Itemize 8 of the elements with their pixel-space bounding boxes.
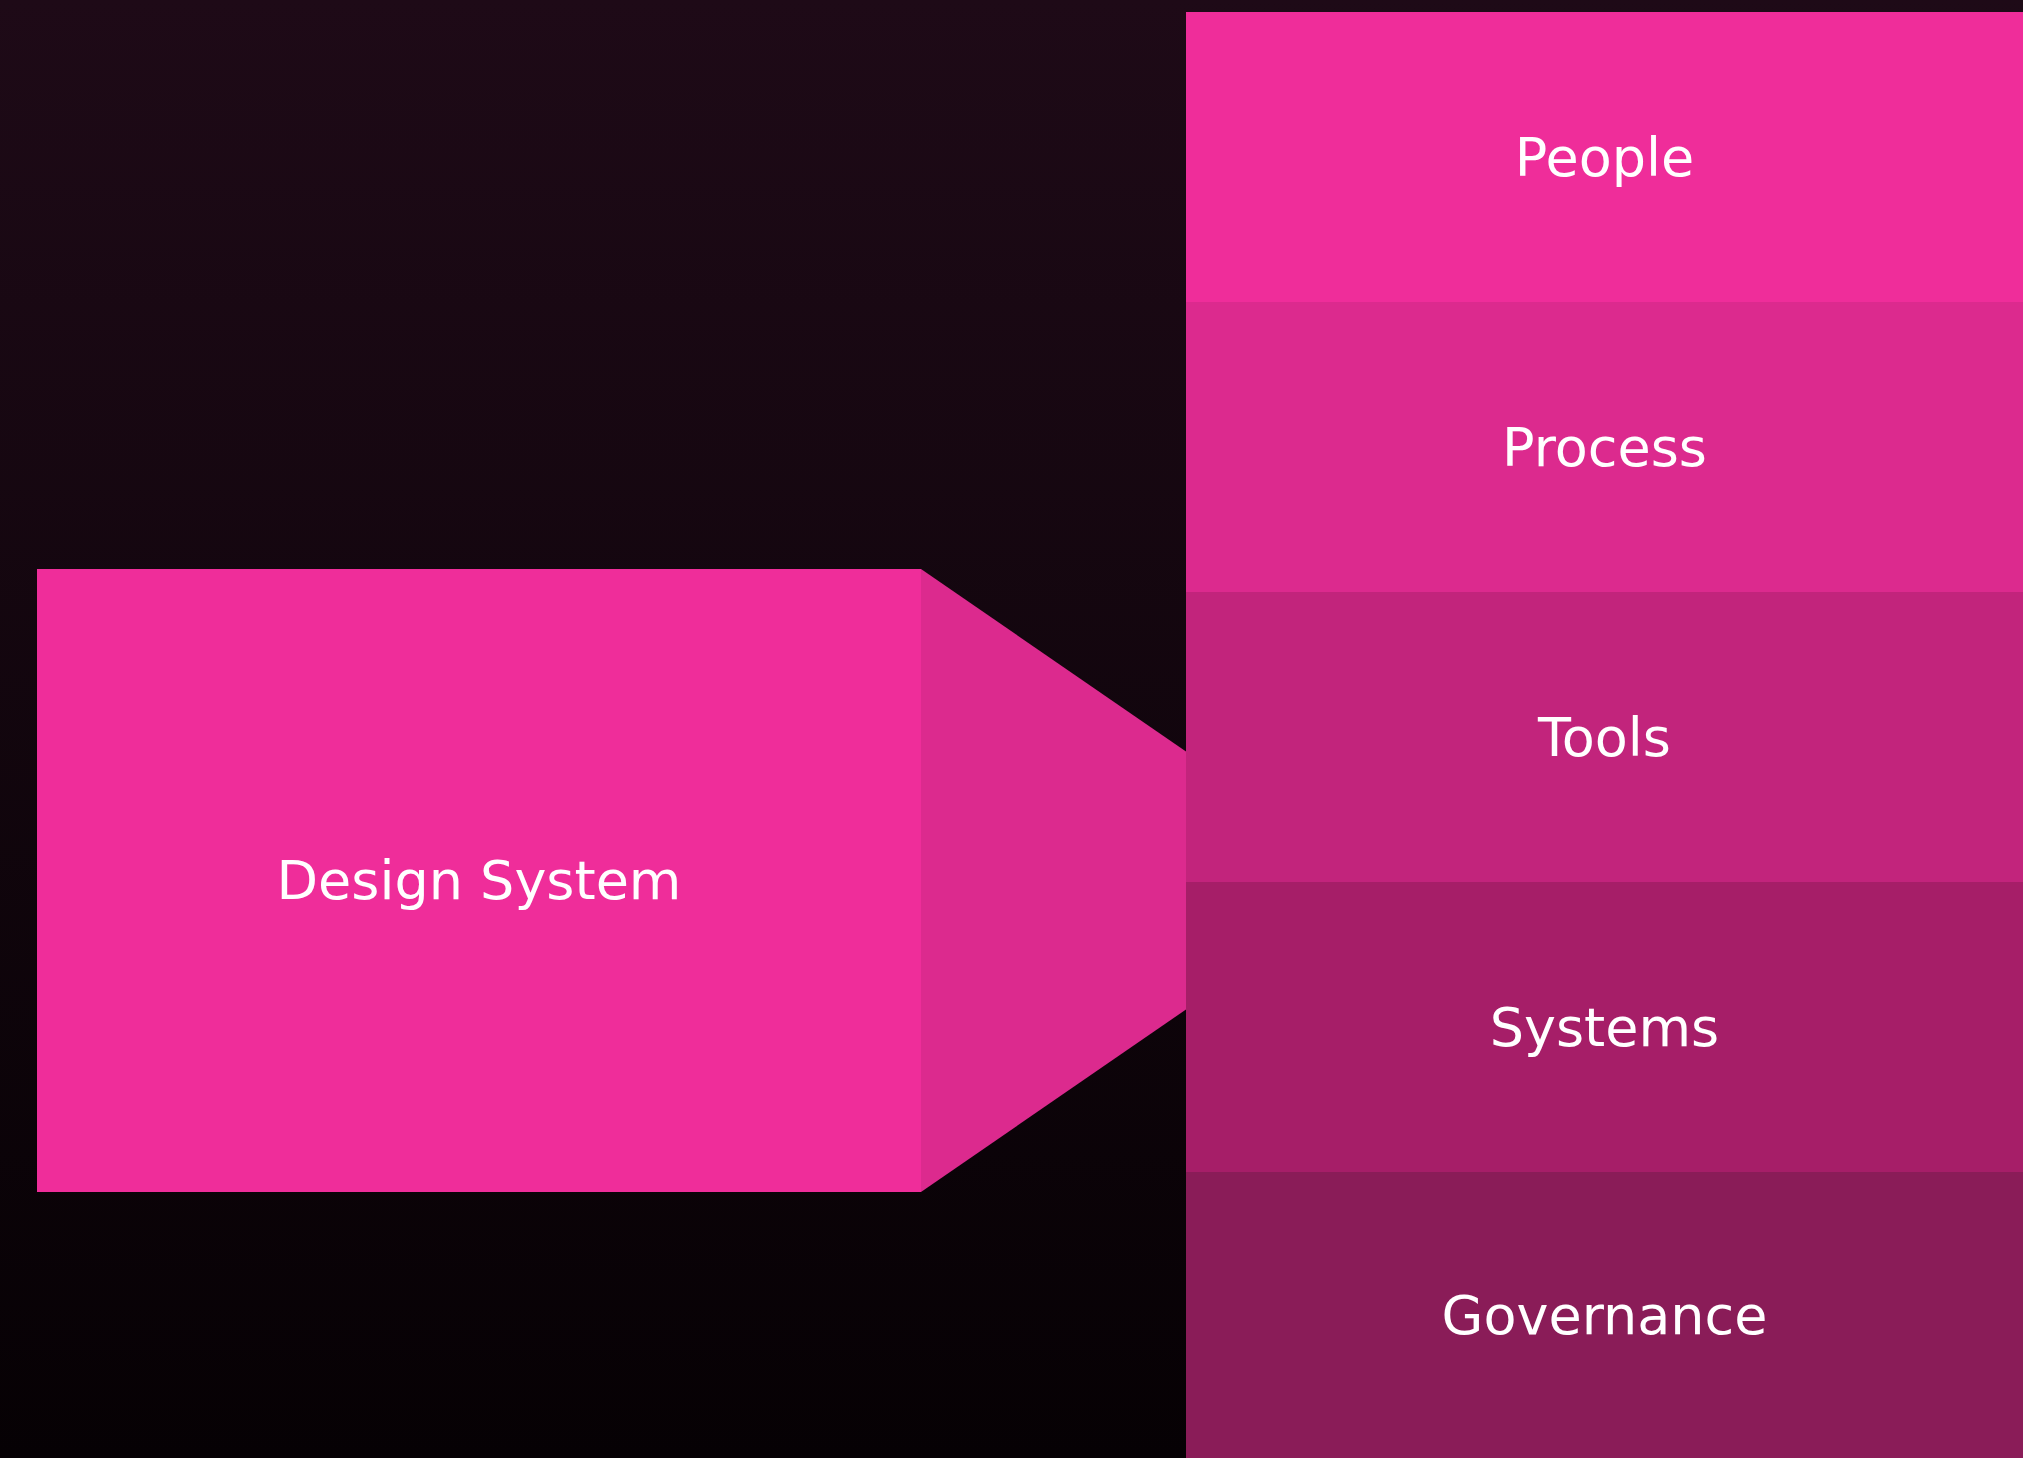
layer-band: Systems [1186,882,2023,1172]
layer-stack [1186,12,2023,1458]
layer-band: Tools [1186,592,2023,882]
layer-band: People [1186,12,2023,302]
funnel-connector [921,569,1186,1192]
process-box: Design System [37,569,921,1192]
layer-band: Governance [1186,1172,2023,1458]
layer-band: Process [1186,302,2023,592]
